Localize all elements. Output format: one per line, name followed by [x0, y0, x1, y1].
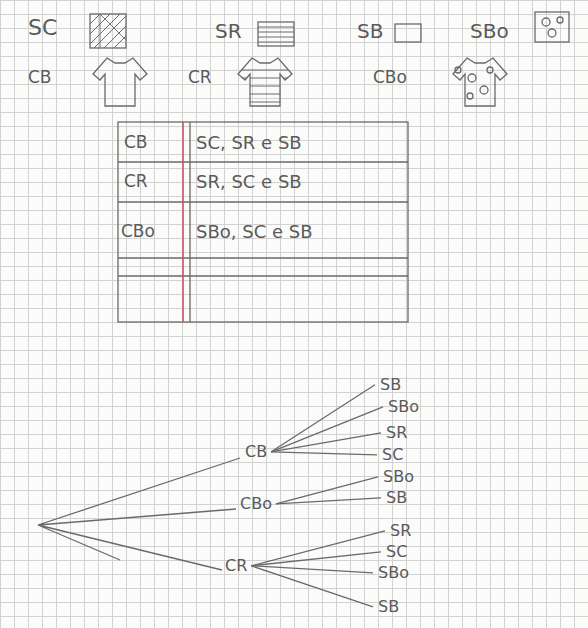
skirt-node: SBo [381, 467, 416, 487]
node-text: SB [378, 598, 399, 616]
node-text: SC [382, 446, 403, 464]
skirt-node: SB [376, 597, 401, 617]
tree-branch [271, 385, 375, 452]
skirt-node: SB [378, 375, 403, 395]
tree-branch [251, 566, 373, 607]
table-cell: SR, SC e SB [196, 172, 302, 192]
node-text: CBo [240, 495, 272, 513]
tree-branch [251, 531, 385, 566]
skirt-node: SC [380, 445, 405, 465]
node-text: SB [380, 376, 401, 394]
tree-branch [276, 498, 381, 504]
node-text: SBo [388, 398, 419, 416]
node-text: CB [245, 443, 267, 461]
tree-branch [271, 433, 381, 452]
skirt-node: SB [384, 488, 409, 508]
shirt-node: CR [223, 556, 249, 576]
skirt-node: SR [384, 423, 409, 443]
tree-branch [271, 452, 377, 455]
node-text: SB [386, 489, 407, 507]
table-cell: CB [124, 133, 148, 152]
table-cell: SC, SR e SB [196, 133, 302, 153]
node-text: SC [386, 543, 407, 561]
clothing-code: CB [28, 68, 52, 87]
skirt-node: SBo [376, 563, 411, 583]
skirt-node: SR [388, 521, 413, 541]
clothing-code: SBo [470, 20, 509, 42]
clothing-code: CR [188, 68, 212, 87]
tree-branch [251, 552, 381, 566]
node-text: SBo [383, 468, 414, 486]
table-cell: CBo [121, 222, 155, 241]
node-text: SR [390, 522, 411, 540]
clothing-code: CBo [373, 68, 407, 87]
node-text: SBo [378, 564, 409, 582]
shirt-node: CB [243, 442, 269, 462]
table-cell: SBo, SC e SB [196, 222, 313, 242]
skirt-node: SBo [386, 397, 421, 417]
clothing-code: SC [28, 16, 57, 40]
node-text: CR [225, 557, 247, 575]
skirt-node: SC [384, 542, 409, 562]
table-cell: CR [124, 172, 148, 191]
node-text: SR [386, 424, 407, 442]
tree-branch [271, 407, 383, 452]
clothing-code: SR [215, 20, 242, 42]
shirt-node: CBo [238, 494, 274, 514]
tree-branch [276, 477, 378, 504]
clothing-code: SB [357, 20, 383, 42]
